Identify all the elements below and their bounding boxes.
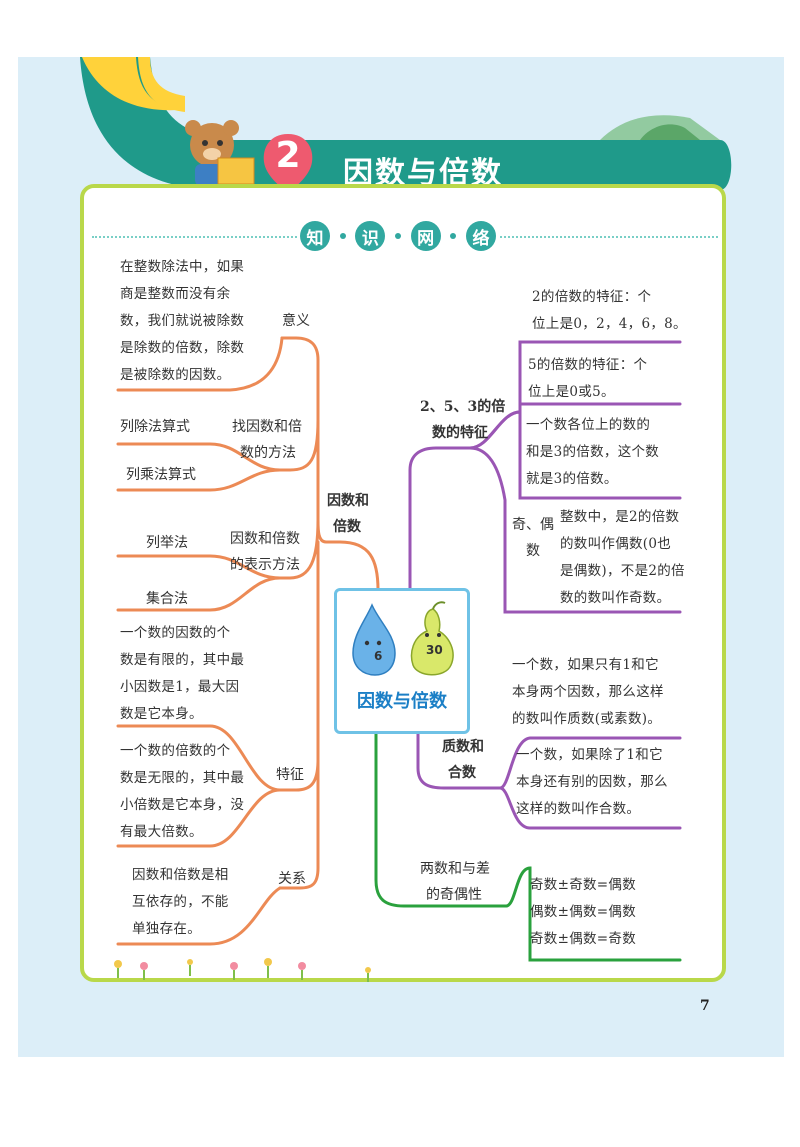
five-multiple-line: 5的倍数的特征：个 (528, 357, 648, 373)
meaning-line: 是被除数的因数。 (120, 367, 231, 383)
water-drop-mascot-icon (352, 603, 396, 676)
relation-line: 因数和倍数是相 (132, 867, 229, 883)
odd-even-line: 是偶数)，不是2的倍 (560, 563, 685, 579)
factor-feature-line: 数是有限的，其中最 (120, 652, 245, 668)
factor-feature-line: 数是它本身。 (120, 706, 203, 722)
chapter-number: 2 (275, 135, 301, 176)
center-topic-title: 因数与倍数 (357, 691, 447, 712)
prime-line: 的数叫作质数(或素数)。 (512, 711, 662, 727)
composite-line: 一个数，如果除了1和它 (516, 747, 663, 763)
parity-line: 奇数±偶数=奇数 (530, 931, 637, 947)
upper-right-branch-lines (408, 340, 682, 830)
divisibility-label-line1: 2、5、3的倍 (420, 399, 506, 415)
odd-even-text: 整数中，是2的倍数 的数叫作偶数(0也 是偶数)，不是2的倍 数的数叫作奇数。 (560, 504, 685, 612)
three-multiple-line: 就是3的倍数。 (526, 471, 618, 487)
section-title-char: 络 (465, 221, 496, 251)
prime-composite-label-line2: 合数 (448, 765, 476, 781)
center-topic-box: 6 30 因数与倍数 (334, 588, 470, 734)
composite-line: 这样的数叫作合数。 (516, 801, 641, 817)
relation-line: 互依存的，不能 (132, 894, 229, 910)
parity-label-line2: 的奇偶性 (426, 887, 482, 903)
prime-composite-label-line1: 质数和 (442, 739, 484, 755)
left-branch-label-line2: 倍数 (333, 519, 361, 535)
section-title-char: 识 (355, 221, 386, 251)
representation-label-line2: 的表示方法 (230, 557, 300, 573)
multiple-feature-line: 数是无限的，其中最 (120, 770, 245, 786)
feature-label: 特征 (276, 767, 304, 783)
three-multiple-line: 和是3的倍数，这个数 (526, 444, 660, 460)
odd-even-label-line1: 奇、偶 (512, 517, 554, 533)
section-title-dot (339, 233, 346, 239)
parity-text: 奇数±奇数=偶数 偶数±偶数=偶数 奇数±偶数=奇数 (530, 872, 636, 953)
lower-right-branch-lines (374, 732, 682, 962)
three-multiple-line: 一个数各位上的数的 (526, 417, 651, 433)
odd-even-label-line2: 数 (526, 543, 540, 559)
composite-line: 本身还有别的因数，那么 (516, 774, 668, 790)
page-number: 7 (700, 998, 710, 1014)
meaning-line: 数，我们就说被除数 (120, 313, 245, 329)
multiple-feature-text: 一个数的倍数的个 数是无限的，其中最 小倍数是它本身，没 有最大倍数。 (120, 738, 244, 846)
relation-label: 关系 (278, 871, 306, 887)
chapter-number-badge (263, 134, 313, 194)
multiple-feature-line: 小倍数是它本身，没 (120, 797, 245, 813)
divisibility-label-line2: 数的特征 (432, 425, 488, 441)
odd-even-line: 整数中，是2的倍数 (560, 509, 680, 525)
left-branch-label-line1: 因数和 (327, 493, 369, 509)
prime-text: 一个数，如果只有1和它 本身两个因数，那么这样 的数叫作质数(或素数)。 (512, 652, 664, 733)
odd-even-line: 数的数叫作奇数。 (560, 590, 671, 606)
meaning-line: 是除数的倍数，除数 (120, 340, 245, 356)
composite-text: 一个数，如果除了1和它 本身还有别的因数，那么 这样的数叫作合数。 (516, 742, 668, 823)
knowledge-card (80, 184, 726, 982)
factor-feature-text: 一个数的因数的个 数是有限的，其中最 小因数是1，最大因 数是它本身。 (120, 620, 244, 728)
section-title-char: 网 (410, 221, 441, 251)
method-label-line2: 数的方法 (240, 445, 296, 461)
section-divider-right (500, 236, 718, 238)
drop-number: 6 (374, 649, 383, 663)
pear-mascot-icon (410, 601, 454, 676)
two-multiple-text: 2的倍数的特征：个 位上是0，2，4，6，8。 (532, 284, 687, 338)
factor-feature-line: 小因数是1，最大因 (120, 679, 240, 695)
prime-line: 一个数，如果只有1和它 (512, 657, 659, 673)
multiple-feature-line: 有最大倍数。 (120, 824, 203, 840)
five-multiple-line: 位上是0或5。 (528, 384, 615, 400)
pear-number: 30 (426, 643, 443, 657)
meaning-line: 商是整数而没有余 (120, 286, 231, 302)
representation-label-line1: 因数和倍数 (230, 531, 300, 547)
representation-item: 集合法 (146, 591, 188, 607)
section-title: 知 识 网 络 (300, 218, 496, 254)
parity-line: 奇数±奇数=偶数 (530, 877, 637, 893)
mascot-figures (352, 601, 454, 676)
meaning-label: 意义 (282, 313, 310, 329)
prime-line: 本身两个因数，那么这样 (512, 684, 664, 700)
chapter-banner (80, 57, 732, 194)
meaning-text: 在整数除法中，如果 商是整数而没有余 数，我们就说被除数 是除数的倍数，除数 是… (120, 254, 244, 389)
decorative-flowers (114, 958, 371, 982)
parity-line: 偶数±偶数=偶数 (530, 904, 637, 920)
parity-label-line1: 两数和与差 (420, 861, 490, 877)
method-item: 列除法算式 (120, 419, 190, 435)
multiple-feature-line: 一个数的倍数的个 (120, 743, 231, 759)
two-multiple-line: 2的倍数的特征：个 (532, 289, 652, 305)
bear-reading-icon (185, 120, 255, 186)
five-multiple-text: 5的倍数的特征：个 位上是0或5。 (528, 352, 647, 406)
method-item: 列乘法算式 (126, 467, 196, 483)
relation-line: 单独存在。 (132, 921, 201, 937)
section-title-char: 知 (300, 221, 330, 251)
three-multiple-text: 一个数各位上的数的 和是3的倍数，这个数 就是3的倍数。 (526, 412, 659, 493)
two-multiple-line: 位上是0，2，4，6，8。 (532, 316, 687, 332)
factor-feature-line: 一个数的因数的个 (120, 625, 231, 641)
meaning-line: 在整数除法中，如果 (120, 259, 245, 275)
section-divider-left (92, 236, 297, 238)
section-title-dot (394, 233, 401, 239)
method-label-line1: 找因数和倍 (232, 419, 302, 435)
relation-text: 因数和倍数是相 互依存的，不能 单独存在。 (132, 862, 229, 943)
odd-even-line: 的数叫作偶数(0也 (560, 536, 672, 552)
representation-item: 列举法 (146, 535, 188, 551)
left-branch-lines (116, 336, 380, 946)
section-title-dot (450, 233, 457, 239)
